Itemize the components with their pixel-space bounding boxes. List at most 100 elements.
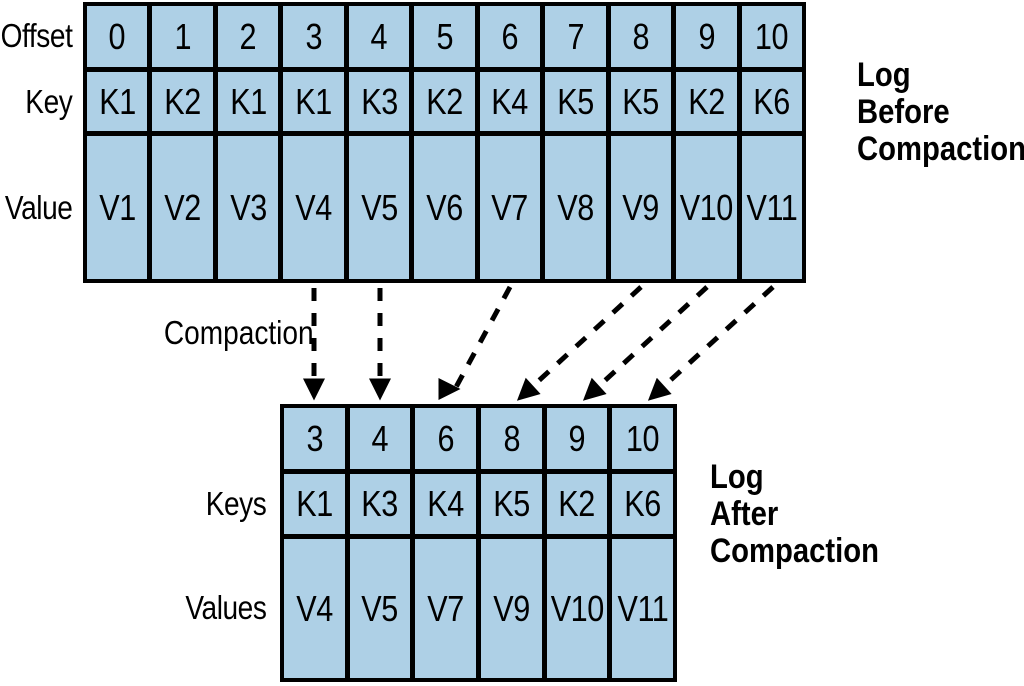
cell-text: K3 (360, 80, 398, 122)
cell-text: V4 (295, 186, 332, 228)
cell-text: 8 (632, 15, 650, 57)
row-label-text: Value (4, 189, 72, 226)
after-value-cell: V11 (612, 539, 673, 678)
cell-text: 6 (501, 15, 519, 57)
before-value-cell: V1 (87, 136, 148, 279)
before-key-cell: K2 (152, 72, 213, 131)
after-value-cell: V10 (546, 539, 608, 678)
cell-text: 4 (370, 15, 388, 57)
cell-text: K5 (557, 80, 594, 122)
cell-text: V5 (361, 587, 399, 629)
before-offset-row-label: Offset (0, 18, 72, 54)
log-after-compaction-table: 3 4 6 8 9 10 K1 K3 K4 K5 K2 K6 V4 V5 V7 … (280, 404, 677, 682)
before-value-cell: V6 (414, 136, 475, 279)
log-before-compaction-title: Log Before Compaction (857, 57, 1024, 168)
after-value-cell: V5 (349, 539, 411, 678)
cell-text: K2 (426, 80, 463, 122)
after-value-cell: V9 (481, 539, 542, 678)
before-offset-cell: 0 (87, 6, 148, 67)
after-offset-cell: 10 (612, 408, 673, 469)
after-key-cell: K5 (481, 474, 542, 534)
after-keys-row-label: Keys (80, 486, 266, 522)
before-value-cell: V10 (676, 136, 737, 279)
before-value-cell: V11 (741, 136, 802, 279)
before-offset-cell: 4 (348, 6, 410, 67)
before-key-cell: K1 (283, 72, 344, 131)
cell-text: V7 (427, 587, 464, 629)
cell-text: K4 (491, 80, 529, 122)
before-value-row-label: Value (0, 190, 72, 226)
title-line: Compaction (857, 130, 1024, 168)
after-key-cell: K4 (415, 474, 476, 534)
cell-text: K4 (427, 483, 464, 524)
cell-text: K1 (295, 80, 332, 122)
cell-text: V1 (98, 186, 136, 228)
title-line: After (710, 495, 779, 533)
cell-text: V6 (426, 186, 463, 228)
cell-text: 0 (108, 15, 126, 57)
before-offset-cell: 10 (741, 6, 802, 67)
cell-text: K1 (296, 483, 333, 524)
cell-text: 9 (697, 15, 715, 57)
title-line: Compaction (710, 532, 879, 570)
cell-text: 3 (306, 417, 323, 459)
before-offset-cell: 6 (479, 6, 541, 67)
cell-text: K2 (688, 80, 725, 122)
compaction-arrow-label: Compaction (163, 314, 314, 351)
after-offset-cell: 6 (415, 408, 476, 469)
cell-text: V9 (493, 587, 530, 629)
before-offset-cell: 2 (217, 6, 279, 67)
log-before-compaction-table: 0 1 2 3 4 5 6 7 8 9 10 K1 K2 K1 K1 K3 K2… (83, 2, 806, 283)
before-key-cell: K5 (610, 72, 672, 131)
before-key-cell: K4 (479, 72, 541, 131)
after-key-cell: K2 (546, 474, 608, 534)
cell-text: V9 (622, 186, 660, 228)
before-key-cell: K5 (545, 72, 606, 131)
cell-text: V11 (617, 587, 669, 629)
before-offset-cell: 9 (676, 6, 737, 67)
title-line: Log (857, 56, 911, 94)
compaction-arrow-offset-6 (438, 285, 513, 401)
cell-text: K1 (229, 80, 267, 122)
before-offset-cell: 3 (283, 6, 344, 67)
cell-text: 6 (437, 417, 454, 459)
row-label-text: Offset (0, 17, 72, 54)
before-key-cell: K2 (414, 72, 475, 131)
cell-text: 10 (755, 15, 789, 57)
row-label-text: Keys (205, 485, 266, 522)
cell-text: K3 (361, 483, 399, 524)
after-values-row-label: Values (80, 589, 267, 626)
after-value-cell: V7 (415, 539, 476, 678)
before-value-cell: V3 (217, 136, 279, 279)
cell-text: V2 (164, 186, 201, 228)
before-offset-cell: 5 (414, 6, 475, 67)
compaction-arrow-offset-10 (647, 285, 775, 401)
cell-text: V8 (557, 186, 594, 228)
compaction-arrow-offset-8 (516, 285, 643, 401)
before-value-cell: V5 (348, 136, 410, 279)
before-key-cell: K2 (676, 72, 737, 131)
compaction-arrow-offset-9 (582, 285, 709, 401)
cell-text: V7 (491, 186, 529, 228)
after-key-cell: K1 (284, 474, 345, 534)
title-line: Log (710, 458, 764, 496)
cell-text: K6 (624, 483, 661, 524)
cell-text: K6 (753, 80, 791, 122)
after-key-cell: K3 (349, 474, 411, 534)
after-value-cell: V4 (284, 539, 345, 678)
after-offset-cell: 9 (546, 408, 608, 469)
before-key-row-label: Key (0, 84, 72, 120)
cell-text: K2 (164, 80, 201, 122)
row-label-text: Key (24, 83, 72, 120)
row-label-text: Values (184, 589, 267, 626)
before-key-cell: K1 (217, 72, 279, 131)
before-value-cell: V8 (545, 136, 606, 279)
cell-text: V4 (296, 587, 333, 629)
before-offset-cell: 7 (545, 6, 606, 67)
cell-text: V10 (550, 587, 604, 629)
cell-text: V11 (746, 186, 798, 228)
before-value-cell: V2 (152, 136, 213, 279)
after-key-cell: K6 (612, 474, 673, 534)
cell-text: K2 (558, 483, 596, 524)
cell-text: K5 (493, 483, 530, 524)
